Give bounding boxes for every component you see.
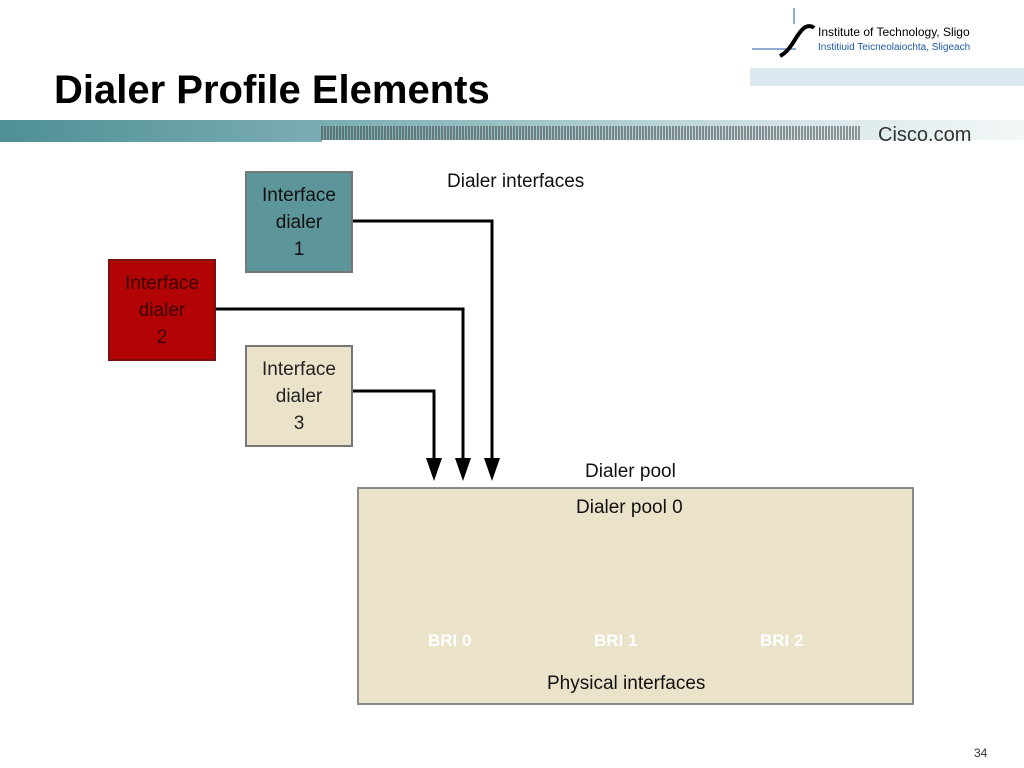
sligo-logo-mark (752, 8, 816, 58)
interface-dialer-3: Interface dialer 3 (245, 345, 353, 447)
dialer-1-line-3: 1 (293, 238, 305, 260)
connector-dialer-2 (216, 307, 465, 476)
dialer-pool-box (357, 487, 914, 705)
dialer-1-line-2: dialer (275, 211, 323, 233)
logo-band (750, 68, 1024, 86)
header-band (0, 120, 1024, 142)
cisco-brand: Cisco.com (878, 124, 972, 146)
dialer-2-line-1: Interface (125, 272, 199, 294)
interface-dialer-1: Interface dialer 1 (245, 171, 353, 273)
slide-title: Dialer Profile Elements (54, 68, 490, 112)
arrowhead-dialer-2 (455, 458, 471, 481)
bri-2-label: BRI 2 (760, 631, 804, 650)
interface-dialer-2: Interface dialer 2 (108, 259, 216, 361)
dialer-pool-label: Dialer pool (585, 461, 676, 482)
dialer-3-line-3: 3 (293, 412, 305, 434)
logo-line-2: Institiuid Teicneolaiochta, Sligeach (818, 42, 971, 53)
bri-0-label: BRI 0 (428, 631, 472, 650)
bri-1-label: BRI 1 (594, 631, 638, 650)
connector-dialer-3 (353, 389, 436, 476)
arrowhead-dialer-1 (484, 458, 500, 481)
arrowhead-dialer-3 (426, 458, 442, 481)
connector-dialer-1 (353, 219, 494, 476)
dialer-interfaces-label: Dialer interfaces (447, 171, 585, 192)
pool-name: Dialer pool 0 (576, 497, 683, 518)
dialer-3-line-1: Interface (262, 358, 336, 380)
dialer-2-line-2: dialer (138, 299, 186, 321)
page-number: 34 (974, 746, 988, 760)
dialer-2-line-3: 2 (156, 326, 168, 348)
physical-interfaces-label: Physical interfaces (547, 673, 706, 694)
dialer-1-line-1: Interface (262, 184, 336, 206)
dialer-3-line-2: dialer (275, 385, 323, 407)
logo-line-1: Institute of Technology, Sligo (818, 25, 970, 39)
